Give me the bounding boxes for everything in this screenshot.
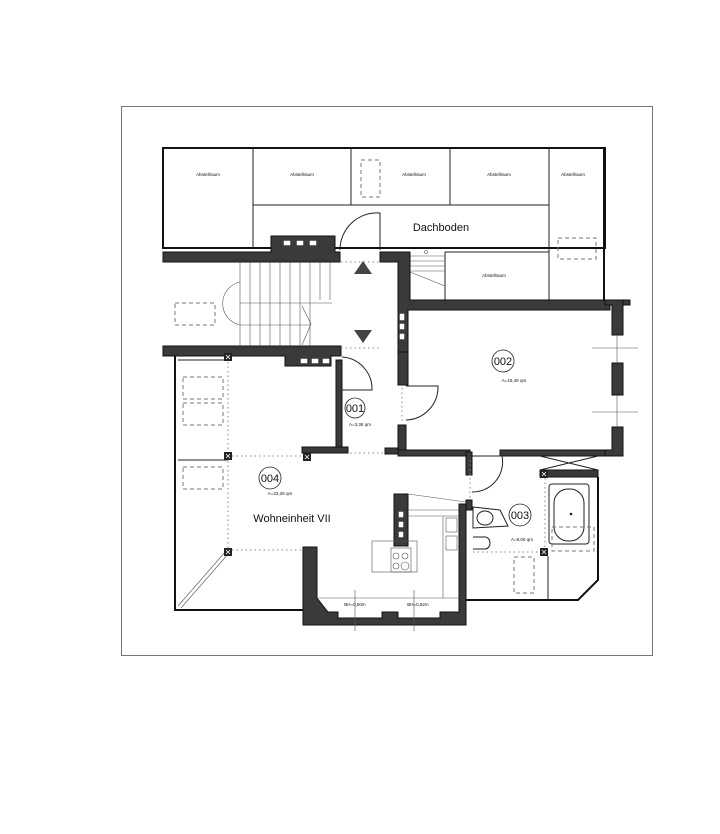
storage-label: Abstellraum [402, 172, 426, 177]
skylight [360, 159, 381, 198]
room-002-label: 002 A=18,49 qm [491, 349, 527, 383]
staircase [174, 262, 332, 346]
svg-text:A=33,28 qm: A=33,28 qm [268, 491, 293, 496]
down-arrow-icon [354, 330, 372, 343]
unit-title: Wohneinheit VII [253, 513, 330, 525]
window-sill-height: BH=0,60m [344, 602, 366, 607]
skylight [557, 237, 597, 260]
walls [162, 235, 631, 626]
kitchen [318, 493, 467, 631]
svg-text:003: 003 [511, 510, 529, 522]
svg-text:002: 002 [494, 356, 512, 368]
svg-text:A=8,00 qm: A=8,00 qm [511, 537, 533, 542]
storage-label: Abstellraum [487, 172, 511, 177]
room-001-label: 001 A=3,36 qm [344, 397, 371, 427]
room-004-label: 004 A=33,28 qm [258, 466, 293, 496]
column-markers [224, 353, 548, 556]
room-003-label: 003 A=8,00 qm [508, 503, 533, 542]
svg-text:A=18,49 qm: A=18,49 qm [502, 378, 527, 383]
storage-label: Abstellraum [290, 172, 314, 177]
sheet-frame [121, 106, 653, 656]
storage-labels: Abstellraum Abstellraum Abstellraum Abst… [196, 172, 585, 278]
svg-text:A=3,36 qm: A=3,36 qm [349, 422, 371, 427]
flue-vents [283, 240, 405, 538]
attic-area [162, 147, 606, 300]
storage-label: Abstellraum [561, 172, 585, 177]
room-002-windows [592, 335, 638, 427]
door-swing [405, 385, 439, 421]
svg-text:001: 001 [346, 403, 364, 415]
attic-label: Dachboden [413, 222, 469, 234]
door-swing [341, 356, 373, 391]
up-arrow-icon [354, 261, 372, 274]
window-sill-height: BH=0,82m [407, 602, 429, 607]
attic-ladder [409, 250, 446, 287]
door-swing [471, 455, 504, 493]
svg-text:004: 004 [261, 473, 279, 485]
bathroom [466, 455, 599, 601]
storage-label: Abstellraum [196, 172, 220, 177]
living-unit-outline [174, 356, 303, 611]
storage-label: Abstellraum [482, 273, 506, 278]
